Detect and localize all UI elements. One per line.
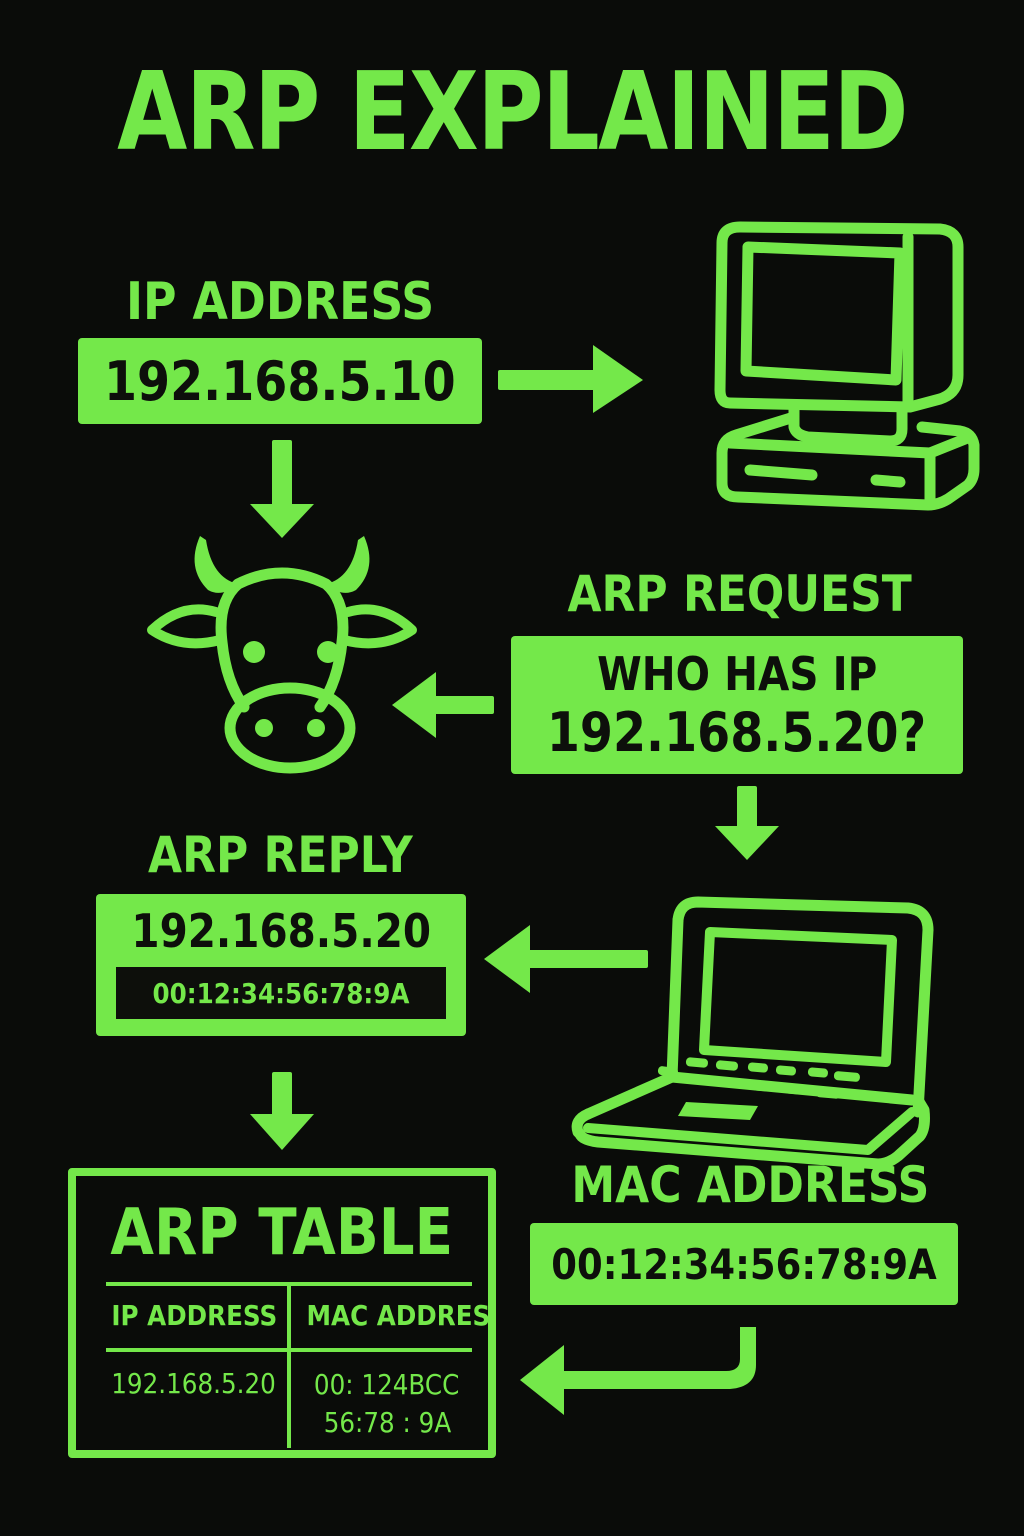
arrow-left-icon bbox=[484, 925, 648, 993]
arp-table-title: ARP TABLE bbox=[110, 1196, 454, 1270]
arp-request-label: ARP REQUEST bbox=[567, 565, 913, 623]
desktop-computer-icon bbox=[714, 221, 980, 511]
ip-address-box: 192.168.5.10 bbox=[78, 338, 482, 424]
arp-reply-mac: 00:12:34:56:78:9A bbox=[152, 976, 410, 1010]
arrow-down-icon bbox=[250, 1072, 314, 1150]
arrow-right-icon bbox=[498, 345, 643, 413]
arrow-down-icon bbox=[715, 786, 779, 860]
column-header-mac: MAC ADDRES bbox=[306, 1299, 491, 1332]
arp-table: ARP TABLE IP ADDRESS MAC ADDRES 192.168.… bbox=[68, 1168, 496, 1458]
table-row-mac: 00: 124BCC 56:78 : 9A bbox=[314, 1368, 460, 1439]
arp-request-box: WHO HAS IP 192.168.5.20? bbox=[511, 636, 963, 774]
mac-address-box: 00:12:34:56:78:9A bbox=[530, 1223, 958, 1305]
table-divider-header bbox=[106, 1348, 472, 1352]
table-row-ip: 192.168.5.20 bbox=[111, 1367, 276, 1400]
table-column-divider bbox=[287, 1284, 291, 1448]
return-arrow-left-icon bbox=[520, 1327, 756, 1415]
page-title: ARP EXPLAINED bbox=[117, 50, 908, 175]
arp-request-line2: 192.168.5.20? bbox=[547, 701, 927, 764]
cow-icon bbox=[147, 536, 417, 774]
arp-reply-ip: 192.168.5.20 bbox=[131, 904, 431, 958]
mac-address-value: 00:12:34:56:78:9A bbox=[551, 1239, 937, 1289]
arrow-down-icon bbox=[250, 440, 314, 538]
arrow-left-icon bbox=[392, 672, 494, 738]
ip-address-label: IP ADDRESS bbox=[125, 272, 435, 332]
arp-reply-mac-box: 00:12:34:56:78:9A bbox=[116, 967, 446, 1019]
arp-request-line1: WHO HAS IP bbox=[596, 647, 878, 701]
ip-address-value: 192.168.5.10 bbox=[104, 349, 456, 413]
laptop-base-icon bbox=[571, 1094, 930, 1170]
laptop-icon bbox=[582, 896, 934, 1120]
mac-address-label: MAC ADDRESS bbox=[571, 1156, 929, 1214]
arp-reply-label: ARP REPLY bbox=[147, 826, 413, 884]
column-header-ip: IP ADDRESS bbox=[111, 1299, 278, 1332]
arp-reply-box: 192.168.5.20 00:12:34:56:78:9A bbox=[96, 894, 466, 1036]
